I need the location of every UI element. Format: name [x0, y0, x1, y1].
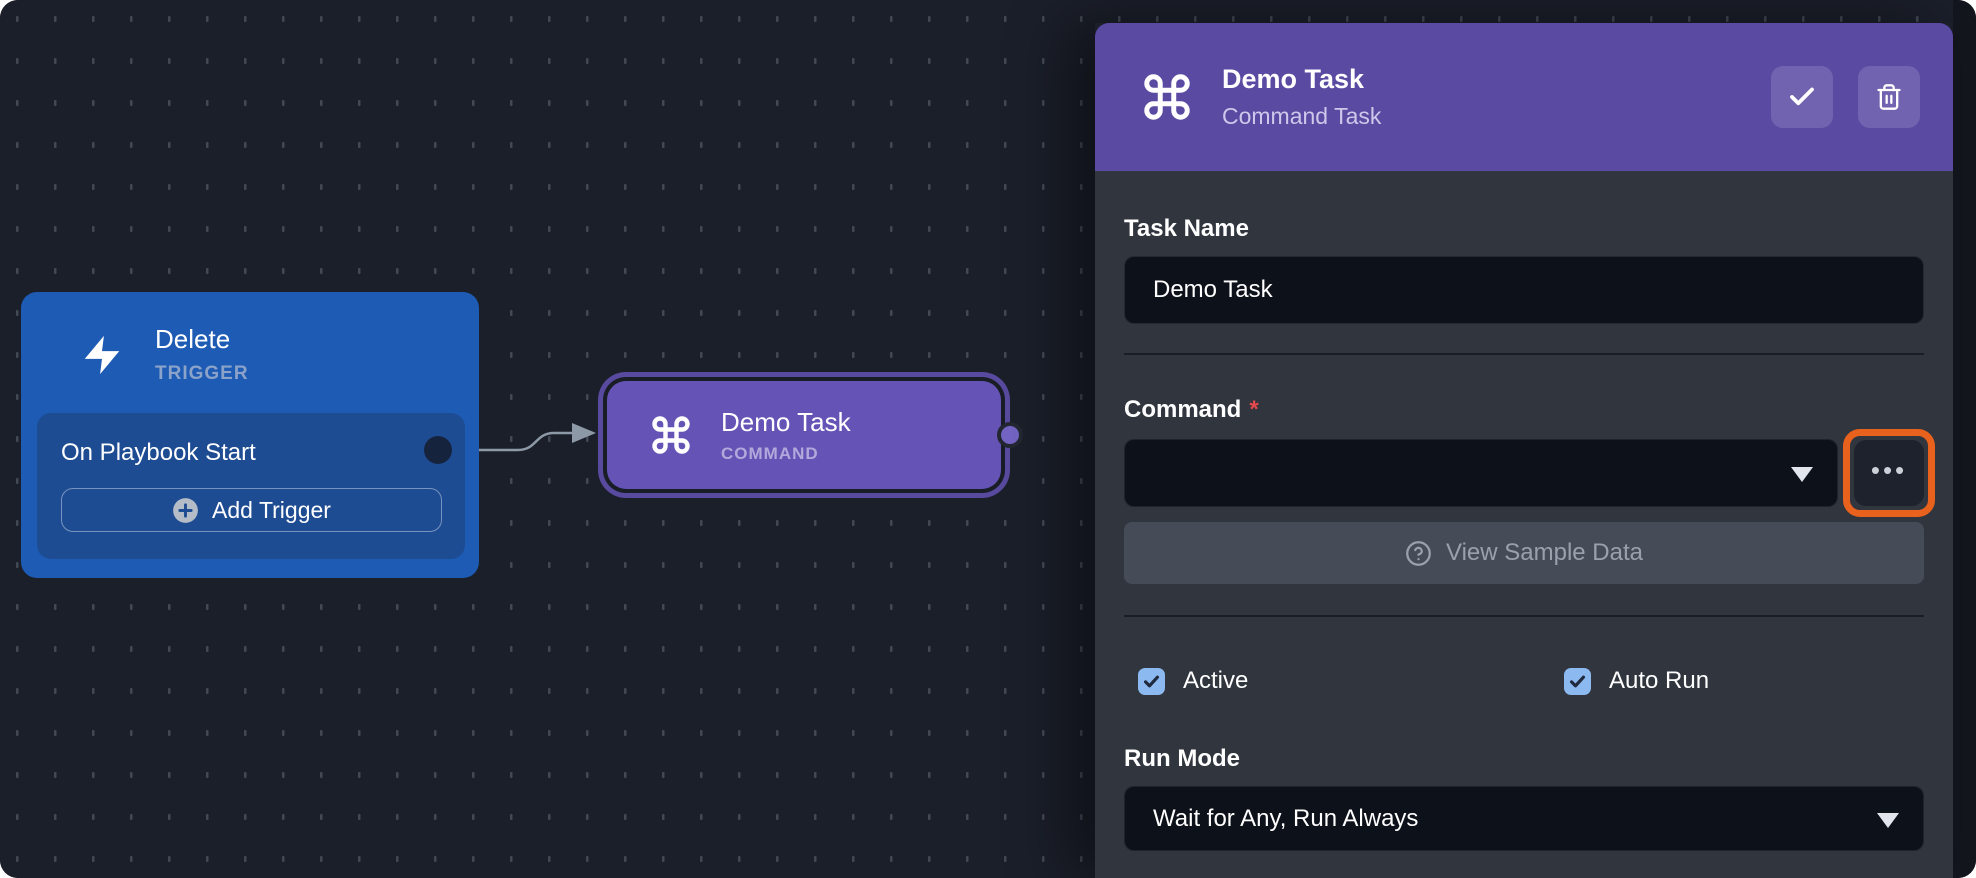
delete-task-button[interactable]: [1858, 66, 1920, 128]
command-icon: [1144, 74, 1190, 120]
plus-circle-icon: [173, 497, 198, 523]
auto-run-checkbox-item[interactable]: Auto Run: [1564, 667, 1709, 695]
task-node-title: Demo Task: [721, 406, 851, 437]
lightning-icon: [84, 335, 120, 374]
trigger-node-title: Delete: [155, 324, 231, 354]
panel-body: Task Name Command * •••: [1095, 171, 1953, 878]
command-select[interactable]: [1124, 439, 1838, 507]
run-mode-label: Run Mode: [1124, 745, 1240, 772]
task-node-type-label: COMMAND: [721, 443, 819, 463]
add-trigger-button[interactable]: Add Trigger: [61, 488, 442, 532]
caret-down-icon: [1791, 467, 1813, 482]
task-config-panel: Demo Task Command Task: [1095, 23, 1953, 878]
command-icon: [652, 416, 690, 454]
add-trigger-label: Add Trigger: [212, 496, 331, 523]
check-icon: [1143, 675, 1160, 687]
view-sample-data-button[interactable]: View Sample Data: [1124, 522, 1924, 584]
run-mode-select[interactable]: Wait for Any, Run Always: [1124, 786, 1924, 851]
panel-header: Demo Task Command Task: [1095, 23, 1953, 171]
check-icon: [1569, 675, 1586, 687]
trigger-output-handle[interactable]: [424, 436, 452, 464]
help-circle-icon: [1406, 540, 1431, 566]
trigger-node-type-label: TRIGGER: [155, 363, 249, 384]
options-row: Active Auto Run: [1124, 667, 1924, 695]
task-node-selected[interactable]: Demo Task COMMAND: [598, 372, 1023, 498]
trigger-item-label: On Playbook Start: [61, 439, 256, 466]
divider: [1124, 615, 1924, 617]
task-node-selection-ring: Demo Task COMMAND: [603, 377, 1005, 493]
task-node-card: Demo Task COMMAND: [607, 381, 1001, 489]
command-label-text: Command: [1124, 396, 1242, 423]
auto-run-label: Auto Run: [1609, 667, 1710, 694]
required-marker: *: [1249, 396, 1259, 423]
divider: [1124, 353, 1924, 355]
view-sample-data-label: View Sample Data: [1446, 539, 1643, 566]
panel-subtitle: Command Task: [1222, 103, 1382, 129]
auto-run-checkbox[interactable]: [1564, 667, 1591, 695]
trigger-item[interactable]: On Playbook Start Add Trigger: [37, 413, 465, 559]
command-more-button[interactable]: •••: [1854, 440, 1924, 506]
task-output-handle[interactable]: [997, 422, 1023, 448]
command-label: Command *: [1124, 396, 1924, 424]
panel-title: Demo Task: [1222, 64, 1365, 94]
panel-scroll-gutter[interactable]: [1953, 0, 1976, 878]
active-checkbox-item[interactable]: Active: [1124, 667, 1564, 695]
task-name-input[interactable]: [1124, 256, 1924, 324]
active-label: Active: [1183, 667, 1249, 694]
run-mode-value: Wait for Any, Run Always: [1153, 804, 1419, 832]
check-icon: [1790, 87, 1814, 106]
trigger-node[interactable]: Delete TRIGGER On Playbook Start Add Tri…: [21, 292, 479, 578]
caret-down-icon: [1877, 812, 1899, 828]
task-name-label: Task Name: [1124, 215, 1249, 242]
confirm-button[interactable]: [1771, 66, 1833, 128]
trash-icon: [1877, 84, 1901, 110]
active-checkbox[interactable]: [1138, 667, 1165, 695]
